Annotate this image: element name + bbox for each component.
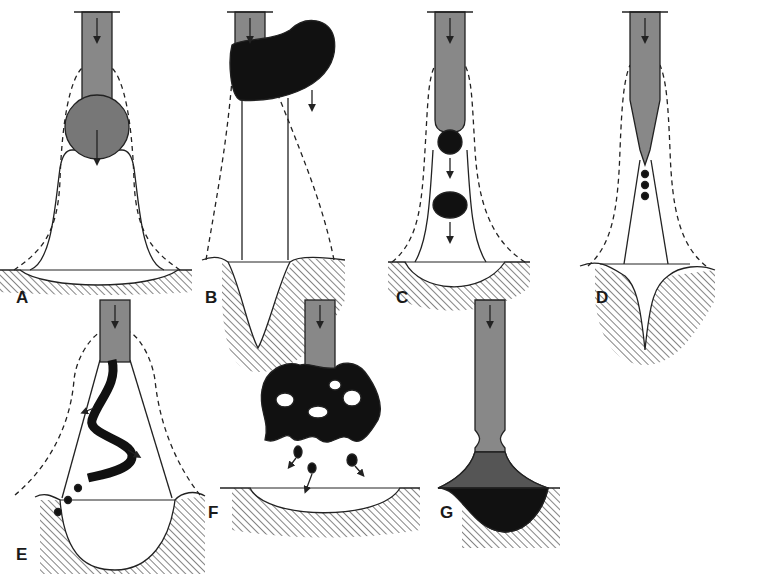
panel-e — [15, 300, 205, 574]
panel-letter: D — [596, 289, 608, 306]
panel-c — [388, 12, 530, 311]
panel-a — [0, 12, 192, 295]
panel-letter: G — [440, 504, 453, 521]
panel-d — [580, 12, 715, 365]
panel-letter: E — [16, 546, 27, 563]
panel-letter: C — [396, 289, 408, 306]
panel-b — [202, 12, 345, 372]
panel-letter: F — [208, 504, 218, 521]
panel-g — [438, 300, 560, 548]
panel-f — [220, 300, 420, 538]
panel-letter: A — [16, 289, 28, 306]
panel-letter: B — [205, 289, 217, 306]
